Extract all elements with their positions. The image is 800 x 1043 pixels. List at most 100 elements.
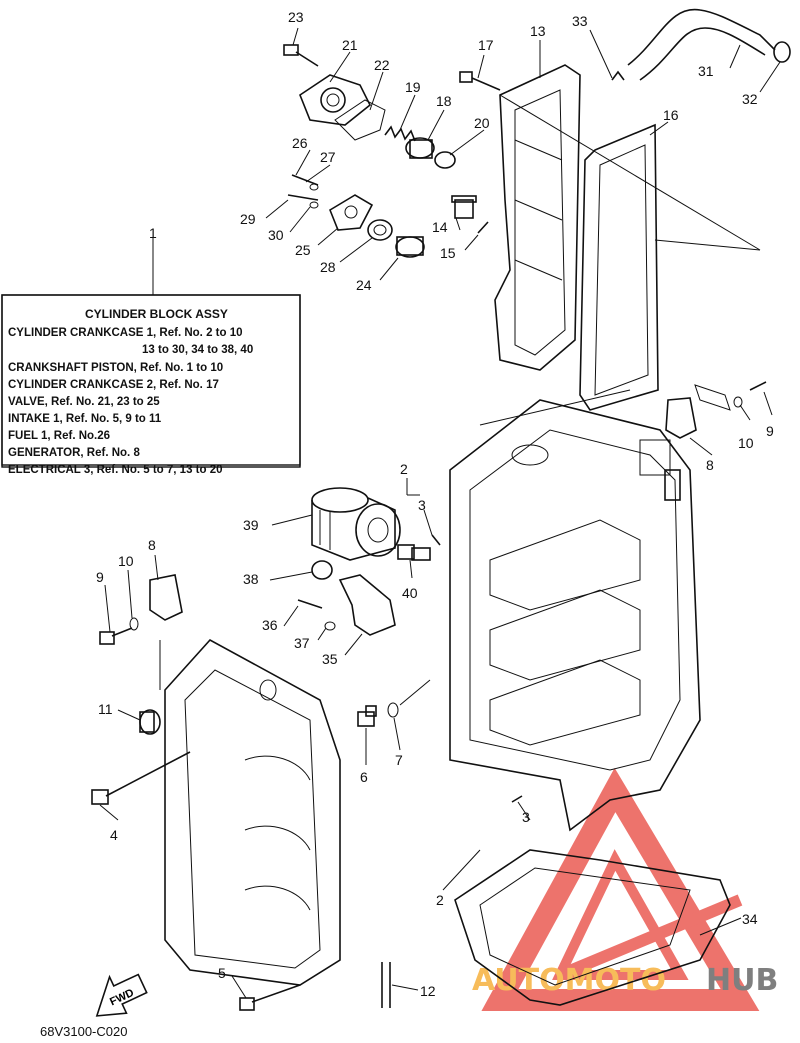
callout-6: 6	[360, 769, 368, 785]
dowel-pin-part	[511, 795, 523, 803]
bracket-part	[665, 397, 697, 439]
callout-3: 3	[418, 497, 426, 513]
link-part	[694, 384, 731, 411]
washer-part	[309, 183, 319, 191]
clip-part	[611, 70, 625, 81]
callout-36: 36	[262, 617, 278, 633]
callout-5: 5	[218, 965, 226, 981]
assy-box-line: FUEL 1, Ref. No.26	[8, 430, 110, 442]
callout-17: 17	[478, 37, 494, 53]
fwd-arrow: FWD	[95, 973, 148, 1017]
bolt-part	[99, 627, 133, 645]
exhaust-cover-part	[494, 64, 581, 371]
hose-part	[627, 8, 776, 81]
screw-part	[287, 194, 319, 201]
callout-33: 33	[572, 13, 588, 29]
automotohub-watermark: AUTOMOTO HUB	[472, 767, 778, 1011]
bracket-part	[149, 574, 183, 621]
assy-box-line: GENERATOR, Ref. No. 8	[8, 447, 140, 459]
anode-part	[395, 236, 425, 258]
callout-7: 7	[395, 752, 403, 768]
bracket-part	[338, 574, 396, 636]
callout-12: 12	[420, 983, 436, 999]
screw-part	[291, 174, 319, 186]
drain-plug-part	[357, 705, 377, 727]
spring-part	[384, 125, 416, 142]
assy-box-line: CYLINDER CRANKCASE 1, Ref. No. 2 to 10	[8, 327, 243, 339]
callout-24: 24	[356, 277, 372, 293]
gasket-ring-part	[387, 702, 399, 718]
bolt-part	[459, 71, 501, 91]
callout-23: 23	[288, 9, 304, 25]
fitting-part	[139, 709, 161, 735]
callout-15: 15	[440, 245, 456, 261]
callout-22: 22	[374, 57, 390, 73]
callout-21: 21	[342, 37, 358, 53]
cylinder-block-part	[449, 399, 701, 832]
cylinder-block-assy-box: CYLINDER BLOCK ASSY CYLINDER CRANKCASE 1…	[1, 294, 301, 476]
callout-40: 40	[402, 585, 418, 601]
callout-10: 10	[738, 435, 754, 451]
seal-part	[311, 560, 333, 580]
callout-14: 14	[432, 219, 448, 235]
washer-part	[129, 617, 139, 631]
callout-35: 35	[322, 651, 338, 667]
bolt-part	[297, 599, 323, 609]
callout-30: 30	[268, 227, 284, 243]
callout-26: 26	[292, 135, 308, 151]
callout-39: 39	[243, 517, 259, 533]
bolt-part	[239, 984, 301, 1011]
thermostat-cover-part	[299, 74, 372, 126]
bolt-part	[283, 44, 319, 67]
oil-filter-part	[311, 487, 401, 561]
assy-box-title: CYLINDER BLOCK ASSY	[85, 307, 228, 321]
callout-labels: 1 2 2 3 3 4 5 6 7 8 8 9 9 10 10 11 12 13…	[96, 9, 774, 999]
callout-25: 25	[295, 242, 311, 258]
assy-box-line: CRANKSHAFT PISTON, Ref. No. 1 to 10	[8, 362, 223, 374]
thermostat-part	[405, 137, 435, 159]
callout-8: 8	[148, 537, 156, 553]
assy-box-line: ELECTRICAL 3, Ref. No. 5 to 7, 13 to 20	[8, 464, 223, 476]
callout-28: 28	[320, 259, 336, 275]
assy-box-line: CYLINDER CRANKCASE 2, Ref. No. 17	[8, 379, 219, 391]
fitting-part	[397, 544, 431, 561]
callout-1: 1	[149, 225, 157, 241]
dowel-pin-part	[431, 534, 441, 546]
callout-20: 20	[474, 115, 490, 131]
callout-31: 31	[698, 63, 714, 79]
seal-part	[367, 219, 393, 241]
watermark-triangle-logo	[481, 767, 760, 1011]
base-gasket-part	[454, 849, 731, 1006]
callout-2: 2	[436, 892, 444, 908]
callout-13: 13	[530, 23, 546, 39]
leader-lines	[99, 27, 781, 999]
exhaust-gasket-part	[579, 123, 659, 411]
callout-8: 8	[706, 457, 714, 473]
callout-38: 38	[243, 571, 259, 587]
long-bolt-part	[91, 751, 191, 805]
plug-part	[451, 195, 477, 219]
callout-16: 16	[663, 107, 679, 123]
drawing-code: 68V3100-C020	[40, 1024, 127, 1039]
grommet-part	[434, 151, 456, 169]
assy-box-line: 13 to 30, 34 to 38, 40	[142, 344, 253, 356]
callout-29: 29	[240, 211, 256, 227]
callout-10: 10	[118, 553, 134, 569]
callout-19: 19	[405, 79, 421, 95]
watermark-text-hub: HUB	[706, 963, 778, 998]
callout-9: 9	[766, 423, 774, 439]
bolt-part	[749, 381, 767, 391]
anode-cover-part	[329, 194, 374, 231]
callout-18: 18	[436, 93, 452, 109]
callout-11: 11	[98, 701, 113, 717]
callout-32: 32	[742, 91, 758, 107]
washer-part	[324, 621, 336, 631]
pin-part	[477, 221, 489, 234]
callout-2: 2	[400, 461, 408, 477]
assy-box-line: INTAKE 1, Ref. No. 5, 9 to 11	[8, 413, 162, 425]
callout-9: 9	[96, 569, 104, 585]
washer-part	[733, 396, 743, 408]
callout-34: 34	[742, 911, 758, 927]
callout-4: 4	[110, 827, 118, 843]
